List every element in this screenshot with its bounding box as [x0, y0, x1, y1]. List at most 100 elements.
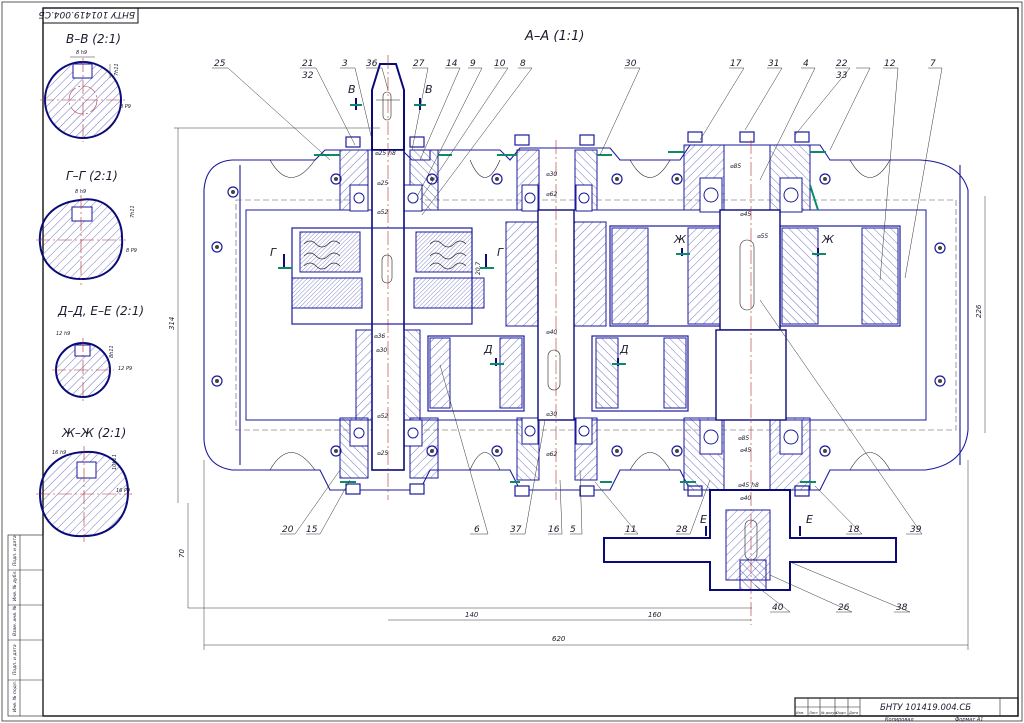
overall-dimensions: 314 226 70 140 160 620: [168, 127, 986, 650]
callout-33: 33: [836, 71, 848, 81]
callout-6: 6: [474, 525, 480, 535]
marker-d-left: Д: [483, 343, 493, 356]
dim-20-7: 20,7: [475, 261, 482, 275]
dim-d45-bot: ⌀45: [740, 447, 751, 454]
dim-d45-top: ⌀45: [740, 211, 751, 218]
section-gg: Г–Г (2:1) 8 h9 7h11 8 P9: [36, 169, 137, 285]
dim-d45-h8: ⌀45 h8: [738, 482, 759, 489]
dim-140: 140: [465, 611, 479, 619]
dd-dim-width: 12 h9: [56, 331, 70, 337]
callout-5: 5: [570, 525, 576, 535]
vv-dim-slot: 8 P9: [120, 104, 131, 110]
callout-22: 22: [836, 59, 848, 69]
title-block-format: Формат А1: [955, 717, 983, 723]
zz-dim-depth: 10h11: [112, 454, 118, 470]
callout-11: 11: [625, 525, 636, 535]
callout-26: 26: [838, 603, 850, 613]
callout-30: 30: [625, 59, 637, 69]
marker-g-right: Г: [497, 246, 504, 259]
callout-18: 18: [848, 525, 860, 535]
callout-28: 28: [676, 525, 688, 535]
small-label-data: Дата: [848, 711, 858, 715]
input-shaft: [291, 55, 485, 500]
callouts-bottom: 20 15 6 37 16 5 11 28 18 39 40 26 38: [282, 525, 922, 613]
dim-d62-bot: ⌀62: [546, 451, 557, 458]
seals: [314, 151, 826, 483]
title-block-code: БНТУ 101419.004.СБ: [880, 703, 971, 713]
strip-label-4: Инв. № дубл.: [12, 570, 18, 601]
section-zz: Ж–Ж (2:1) 16 h9 10h11 16 P9: [36, 426, 132, 542]
callout-32: 32: [302, 71, 314, 81]
zz-dim-slot: 16 P9: [116, 488, 130, 494]
section-vv: В–В (2:1) 8 h9 7h11 8 P9: [40, 32, 131, 142]
callout-8: 8: [520, 59, 526, 69]
gg-dim-depth: 7h11: [130, 205, 136, 218]
callout-36: 36: [366, 59, 378, 69]
callout-40: 40: [772, 603, 784, 613]
title-block-copied: Копировал: [885, 717, 914, 723]
leader-lines: [212, 67, 943, 613]
dim-d55: ⌀55: [757, 233, 768, 240]
small-label-list: Лист: [808, 711, 819, 715]
section-dd-title: Д–Д, Е–Е (2:1): [57, 304, 144, 318]
dim-d36: ⌀36: [374, 333, 385, 340]
zz-dim-width: 16 h9: [52, 450, 66, 456]
cap-bolts: [345, 131, 810, 497]
strip-label-1: Инв. № подл.: [12, 681, 18, 712]
marker-d-right: Д: [619, 343, 629, 356]
section-vv-title: В–В (2:1): [66, 32, 121, 46]
section-markers: В В Г Г Д Д Ж Ж Е Е: [270, 83, 835, 536]
dim-d52-bot: ⌀52: [377, 413, 388, 420]
marker-e-right: Е: [806, 513, 813, 526]
dim-d25-bot: ⌀25: [377, 450, 388, 457]
dim-d40: ⌀40: [546, 329, 557, 336]
marker-e-left: Е: [700, 513, 707, 526]
callout-25: 25: [214, 59, 226, 69]
gg-dim-slot: 8 P9: [126, 248, 137, 254]
section-dd-ee: Д–Д, Е–Е (2:1) 12 h9 8h11 12 P9: [52, 304, 144, 402]
dim-620: 620: [552, 635, 566, 643]
left-binding-strip: Инв. № подл. Подп. и дата Взам. инв. № И…: [7, 534, 44, 717]
vv-dim-width: 8 h9: [76, 50, 87, 56]
marker-v-right: В: [425, 83, 433, 96]
dim-d62-top: ⌀62: [546, 191, 557, 198]
section-zz-title: Ж–Ж (2:1): [61, 426, 126, 440]
doc-code-rotated: БНТУ 101419.004.СБ: [39, 9, 136, 19]
dim-d30-top: ⌀30: [546, 171, 557, 178]
strip-label-5: Подп. и дата: [12, 535, 18, 566]
small-label-doc: № докум.: [820, 711, 838, 715]
marker-zh-right: Ж: [821, 233, 835, 246]
dim-d25: ⌀25: [377, 180, 388, 187]
dim-d25-h8: ⌀25 h8: [375, 150, 396, 157]
callout-4: 4: [803, 59, 809, 69]
callout-12: 12: [884, 59, 896, 69]
callout-38: 38: [896, 603, 908, 613]
callout-17: 17: [730, 59, 742, 69]
gg-dim-width: 8 h9: [75, 189, 86, 195]
dim-d52-top: ⌀52: [377, 209, 388, 216]
inline-dimensions: ⌀25 h8 ⌀25 ⌀52 ⌀36 ⌀30 ⌀52 ⌀25 ⌀30 ⌀62 ⌀…: [374, 150, 768, 502]
strip-label-2: Подп. и дата: [12, 644, 18, 675]
dim-314: 314: [168, 317, 176, 330]
callout-39: 39: [910, 525, 922, 535]
callouts-top: 25 21 32 3 36 27 14 9 10 8 30 17 31 4 22…: [214, 59, 936, 81]
dim-d30-bot: ⌀30: [546, 411, 557, 418]
callout-20: 20: [282, 525, 294, 535]
small-label-izm: Изм.: [796, 711, 804, 715]
callout-16: 16: [548, 525, 560, 535]
vv-dim-depth: 7h11: [114, 63, 120, 76]
main-view-title: А–А (1:1): [524, 29, 584, 44]
dd-dim-slot: 12 P9: [118, 366, 132, 372]
callout-21: 21: [302, 59, 313, 69]
intermediate-shaft: [427, 140, 689, 500]
dim-d40-bot: ⌀40: [740, 495, 751, 502]
callout-27: 27: [413, 59, 425, 69]
section-gg-title: Г–Г (2:1): [66, 169, 118, 183]
output-shaft: [603, 140, 901, 625]
callout-10: 10: [494, 59, 506, 69]
small-label-podp: Подп.: [836, 711, 847, 715]
marker-g-left: Г: [270, 246, 277, 259]
marker-v-left: В: [348, 83, 356, 96]
